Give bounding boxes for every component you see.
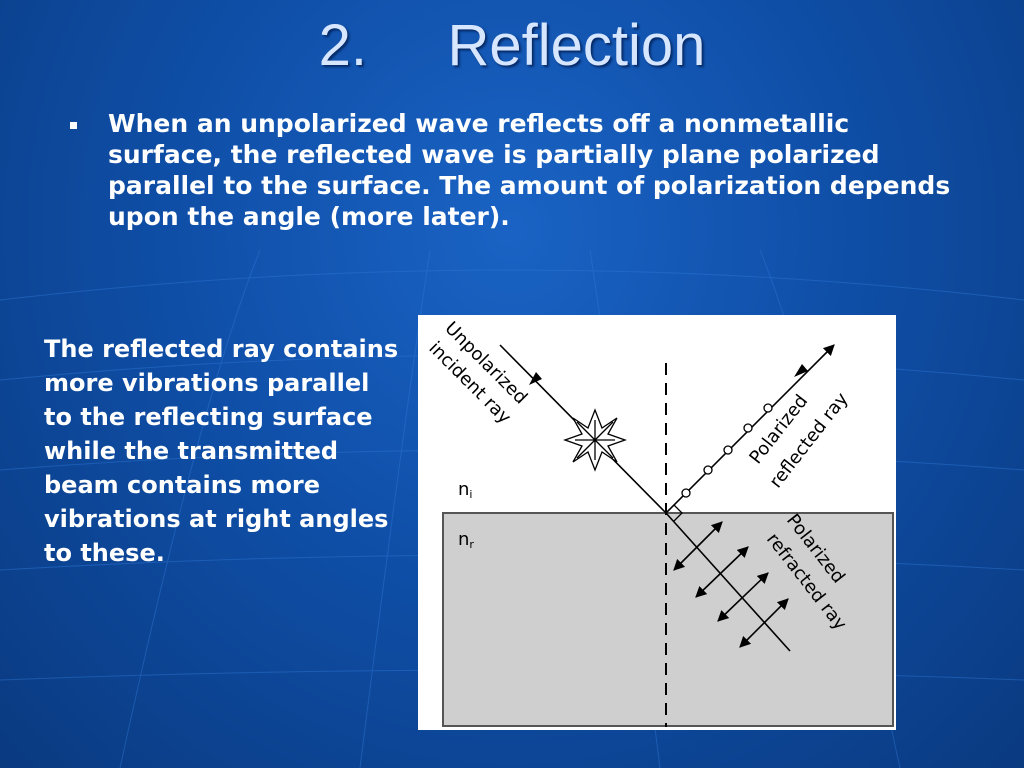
reflected-arrow-icon — [794, 364, 808, 377]
bullet-text: When an unpolarized wave reflects off a … — [108, 109, 951, 231]
refracted-vibration-arrows — [673, 521, 789, 648]
reflection-diagram: ni nr Unpolarized incident ray Polarized… — [418, 315, 896, 730]
bullet-item: When an unpolarized wave reflects off a … — [66, 108, 966, 232]
incident-arrow-icon — [529, 372, 542, 385]
explanation-text: The reflected ray contains more vibratio… — [44, 335, 399, 567]
lower-medium — [442, 512, 894, 727]
polarization-dots — [681, 403, 773, 498]
medium-i-label: ni — [458, 479, 472, 501]
bullet-square-icon — [70, 122, 77, 129]
slide-title: 2. Reflection — [318, 13, 706, 78]
right-angle-marker — [673, 504, 683, 522]
unpolarized-star-icon — [563, 408, 627, 472]
medium-r-label: nr — [458, 529, 474, 551]
